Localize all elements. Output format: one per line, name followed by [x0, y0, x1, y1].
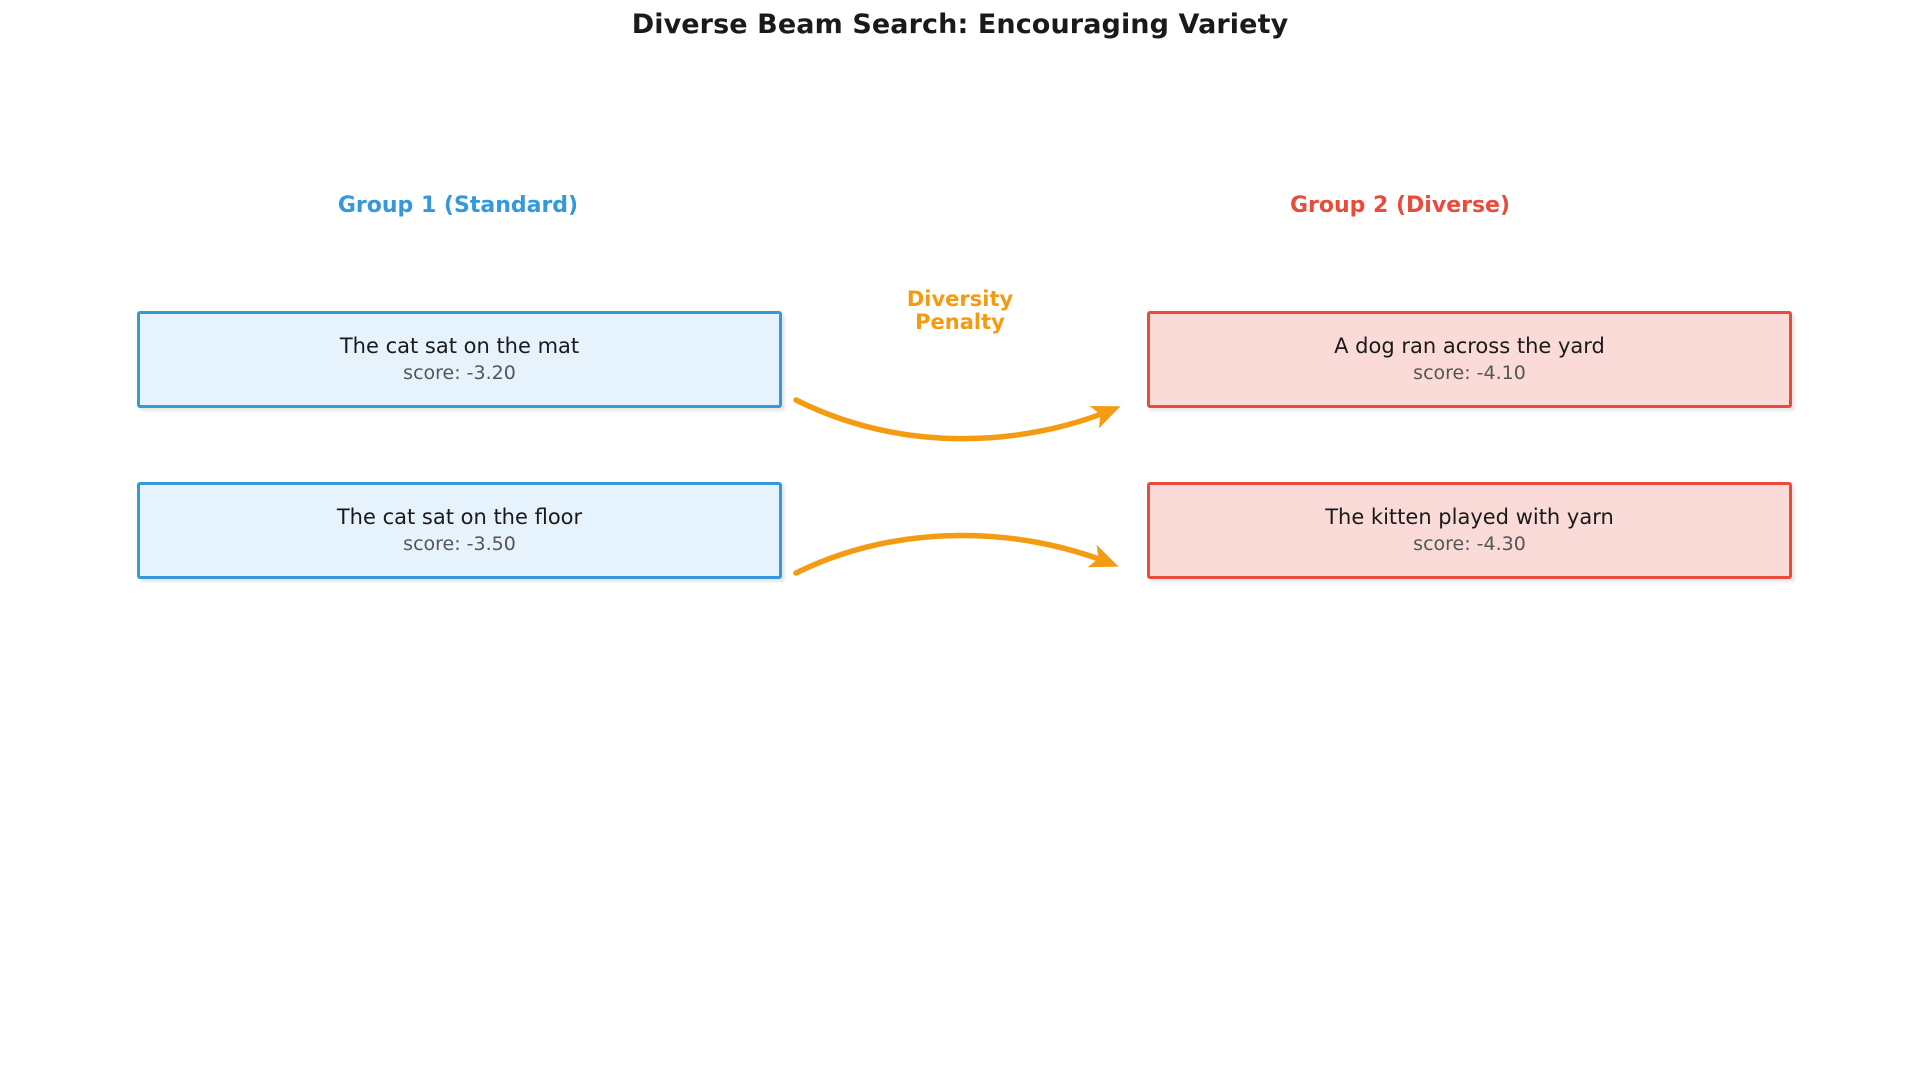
beam-hypothesis-text: The cat sat on the mat — [339, 334, 580, 358]
beam-score-label: score: -3.20 — [403, 362, 516, 385]
page-title: Diverse Beam Search: Encouraging Variety — [631, 9, 1289, 40]
diversity-penalty-line-1: Diversity — [906, 287, 1014, 311]
group-2-heading: Group 2 (Diverse) — [1289, 193, 1511, 218]
group-1-beam-2[interactable]: The cat sat on the floor score: -3.50 — [137, 482, 782, 579]
group-2-beam-2[interactable]: The kitten played with yarn score: -4.30 — [1147, 482, 1792, 579]
diversity-penalty-label: Diversity Penalty — [830, 288, 1090, 333]
beam-score-label: score: -3.50 — [403, 533, 516, 556]
diversity-penalty-line-2: Penalty — [915, 309, 1005, 334]
beam-score-label: score: -4.30 — [1413, 533, 1526, 556]
group-1-heading: Group 1 (Standard) — [337, 193, 579, 218]
beam-hypothesis-text: The cat sat on the floor — [336, 505, 583, 529]
diversity-penalty-arrow-1 — [793, 397, 1121, 442]
group-2-beam-1[interactable]: A dog ran across the yard score: -4.10 — [1147, 311, 1792, 408]
diversity-penalty-arrow-2 — [793, 532, 1119, 576]
group-1-beam-1[interactable]: The cat sat on the mat score: -3.20 — [137, 311, 782, 408]
beam-hypothesis-text: The kitten played with yarn — [1325, 505, 1614, 529]
beam-score-label: score: -4.10 — [1413, 362, 1526, 385]
beam-hypothesis-text: A dog ran across the yard — [1334, 334, 1605, 358]
